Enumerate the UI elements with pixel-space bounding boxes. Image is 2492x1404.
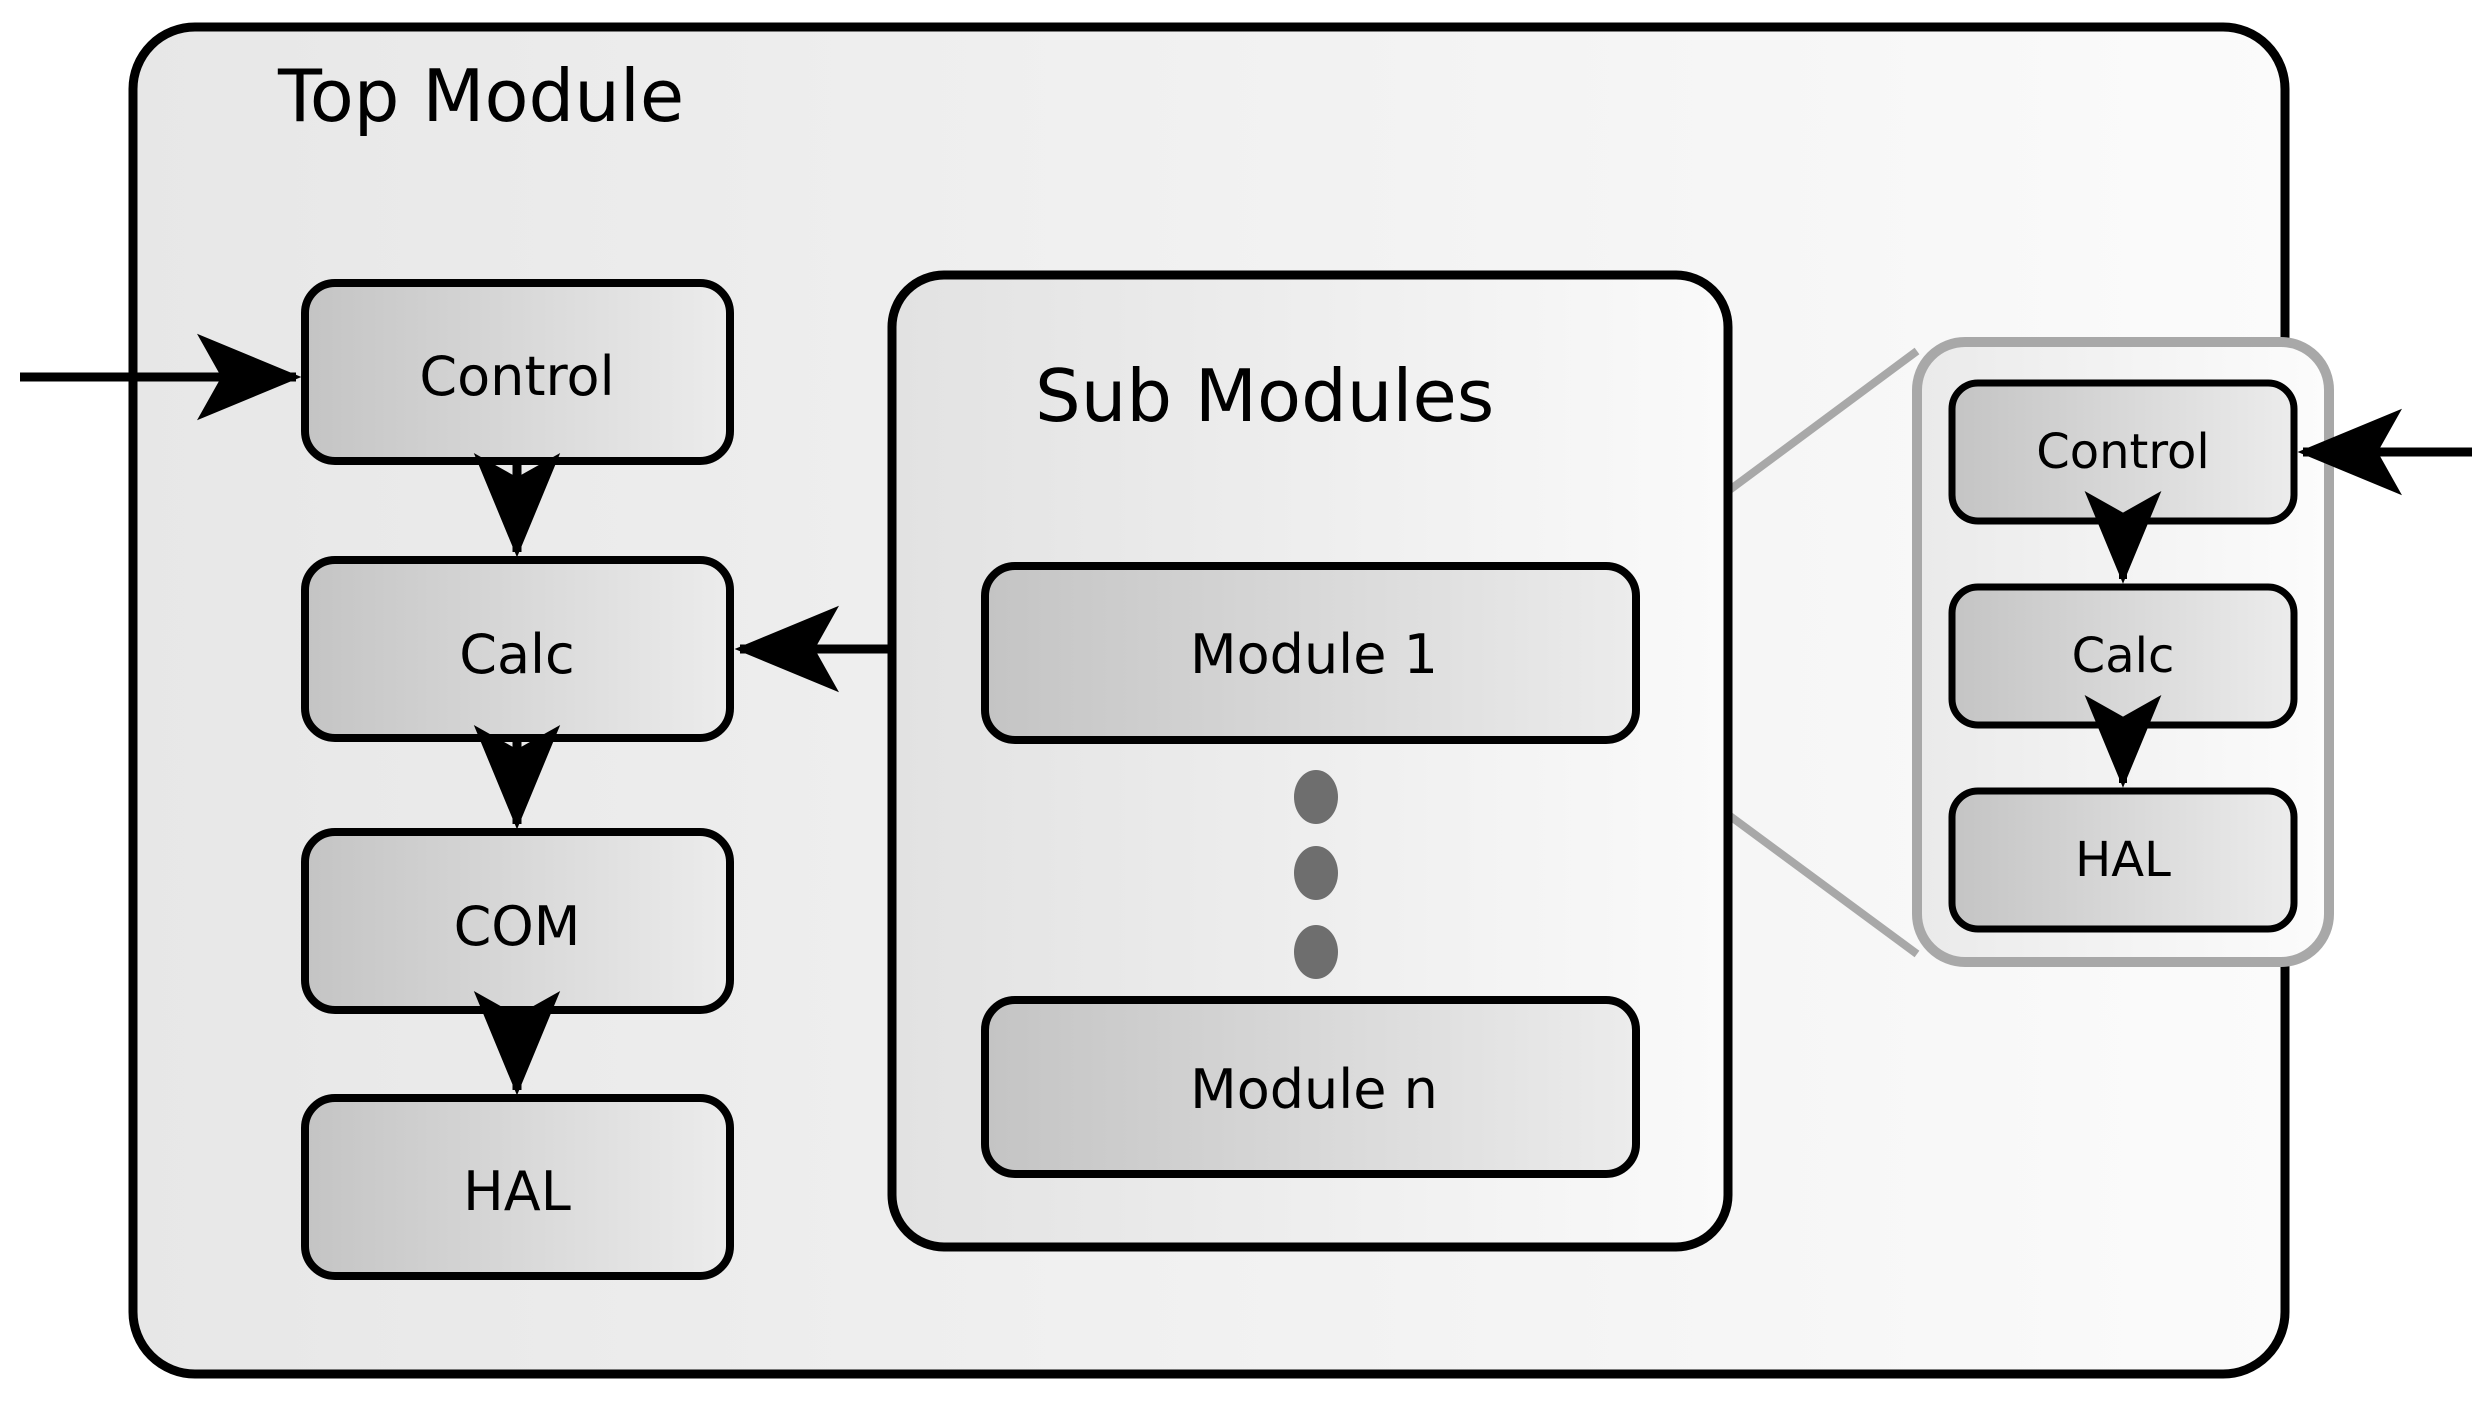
block-com[interactable] bbox=[301, 828, 734, 1014]
block-hal[interactable] bbox=[301, 1094, 734, 1280]
block-control[interactable] bbox=[301, 279, 734, 465]
block-detail-calc[interactable] bbox=[1948, 583, 2298, 729]
block-calc[interactable] bbox=[301, 556, 734, 742]
block-detail-hal[interactable] bbox=[1948, 787, 2298, 933]
block-detail-control[interactable] bbox=[1948, 379, 2298, 525]
vertical-ellipsis-icon bbox=[1294, 770, 1338, 979]
block-module-n[interactable] bbox=[981, 996, 1640, 1178]
block-module-1[interactable] bbox=[981, 562, 1640, 744]
